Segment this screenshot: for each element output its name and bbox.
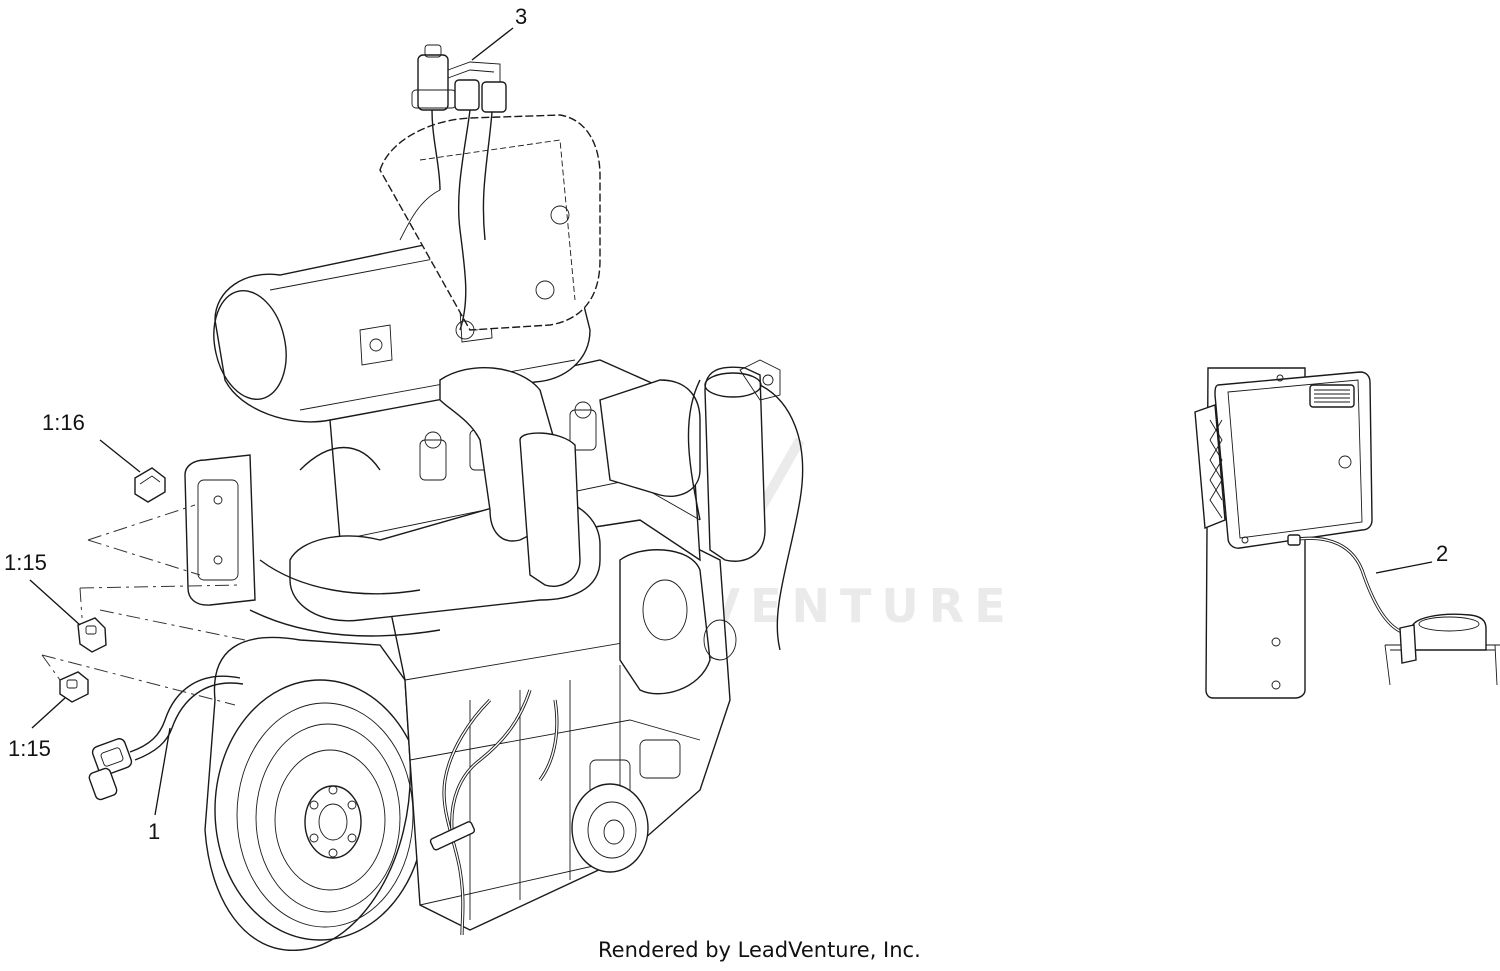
connector-1-15-upper xyxy=(77,584,246,653)
sensor-valve-assembly xyxy=(399,44,507,331)
callout-ref-1-15-lower: 1:15 xyxy=(8,736,51,761)
connector-1-16 xyxy=(87,467,201,576)
callout-item-1: 1 xyxy=(148,819,160,844)
connector-1-15-lower xyxy=(41,654,236,706)
callout-item-2: 2 xyxy=(1436,541,1448,566)
callout-ref-1-16: 1:16 xyxy=(42,410,85,435)
leader-ref-1-15-upper xyxy=(29,579,81,626)
leader-item-2 xyxy=(1375,561,1433,574)
leader-ref-1-15-lower xyxy=(31,697,66,729)
engine-assembly xyxy=(129,44,804,951)
leader-item-3 xyxy=(471,27,514,61)
footer-credit: Rendered by LeadVenture, Inc. xyxy=(598,938,921,962)
callout-item-3: 3 xyxy=(515,4,527,29)
callout-ref-1-15-upper: 1:15 xyxy=(4,550,47,575)
leader-item-1 xyxy=(154,727,171,816)
harness-connector xyxy=(88,738,133,801)
leader-ref-1-16 xyxy=(99,439,141,473)
ecu-mounting-plate xyxy=(1194,367,1500,699)
